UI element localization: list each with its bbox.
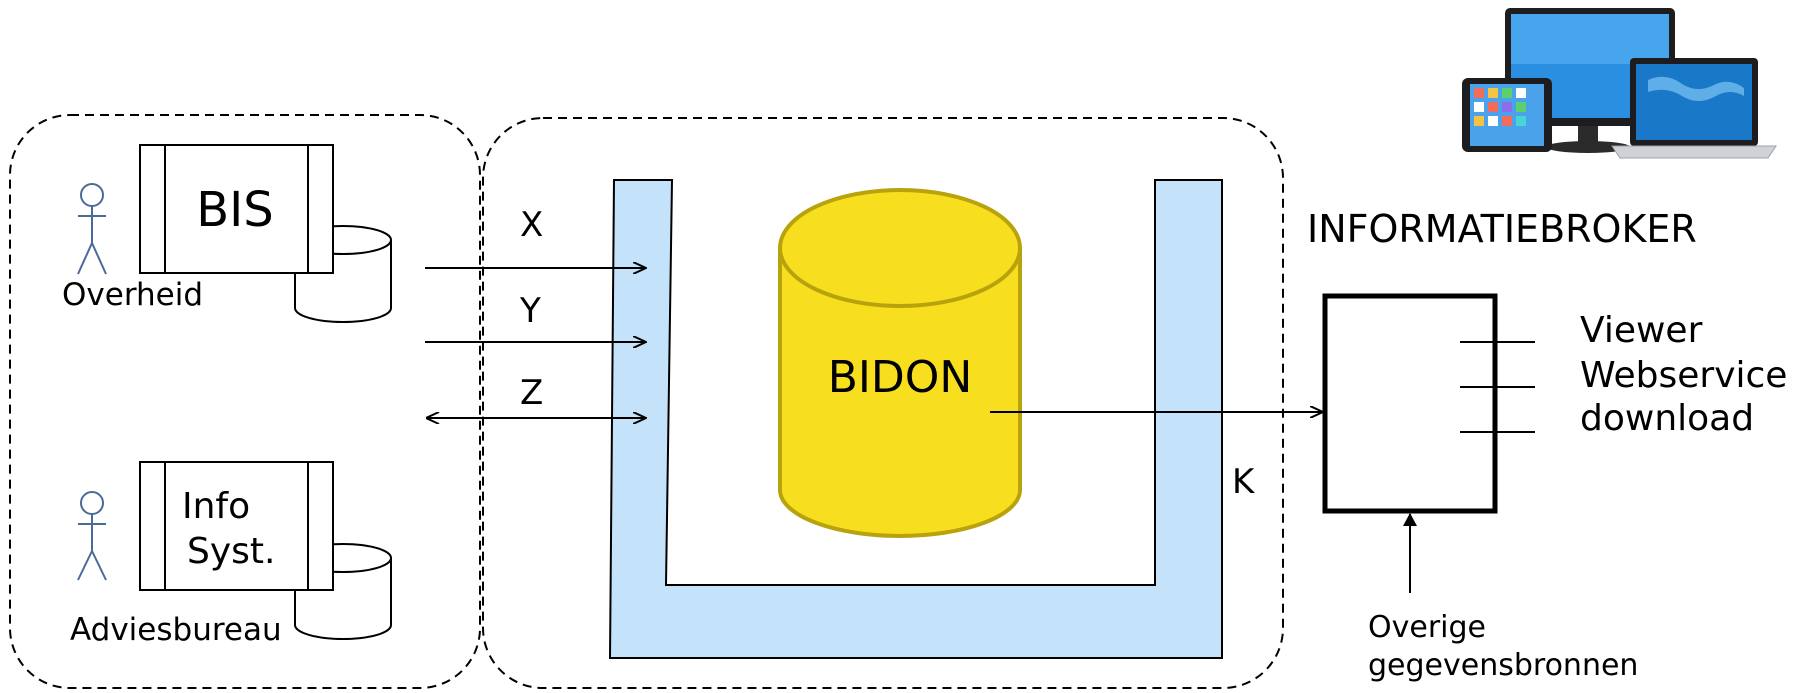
bis-label: BIS xyxy=(196,182,274,238)
broker-title: INFORMATIEBROKER xyxy=(1307,207,1697,251)
broker-output-viewer: Viewer xyxy=(1580,310,1703,351)
tablet-icon xyxy=(1462,78,1552,152)
adviesbureau-label: Adviesbureau xyxy=(70,612,282,648)
broker-output-download: download xyxy=(1580,398,1754,439)
flow-x-label: X xyxy=(520,205,543,245)
flow-z-label: Z xyxy=(520,373,543,413)
devices-image xyxy=(1462,8,1777,159)
flow-k-label: K xyxy=(1232,462,1256,502)
info-system-label-line1: Info xyxy=(182,486,250,527)
overheid-actor-icon xyxy=(77,183,107,275)
broker-input-label-line2: gegevensbronnen xyxy=(1368,648,1638,683)
bidon-database xyxy=(778,188,1022,538)
info-system: Info Syst. xyxy=(139,461,392,640)
broker-output-webservice: Webservice xyxy=(1580,355,1787,396)
bis-system: BIS xyxy=(139,144,392,323)
overheid-label: Overheid xyxy=(62,277,203,313)
bis-component-box xyxy=(139,144,334,274)
center-group-boundary xyxy=(482,117,1284,689)
info-system-label-line2: Syst. xyxy=(187,531,275,572)
broker-input-label-line1: Overige xyxy=(1368,610,1486,645)
laptop-icon xyxy=(1611,58,1777,159)
flow-y-label: Y xyxy=(519,291,541,331)
bidon-container xyxy=(608,179,1223,659)
info-system-component-box xyxy=(139,461,334,591)
broker-box xyxy=(1322,293,1498,514)
adviesbureau-actor-icon xyxy=(77,491,107,581)
bidon-label: BIDON xyxy=(828,352,973,403)
